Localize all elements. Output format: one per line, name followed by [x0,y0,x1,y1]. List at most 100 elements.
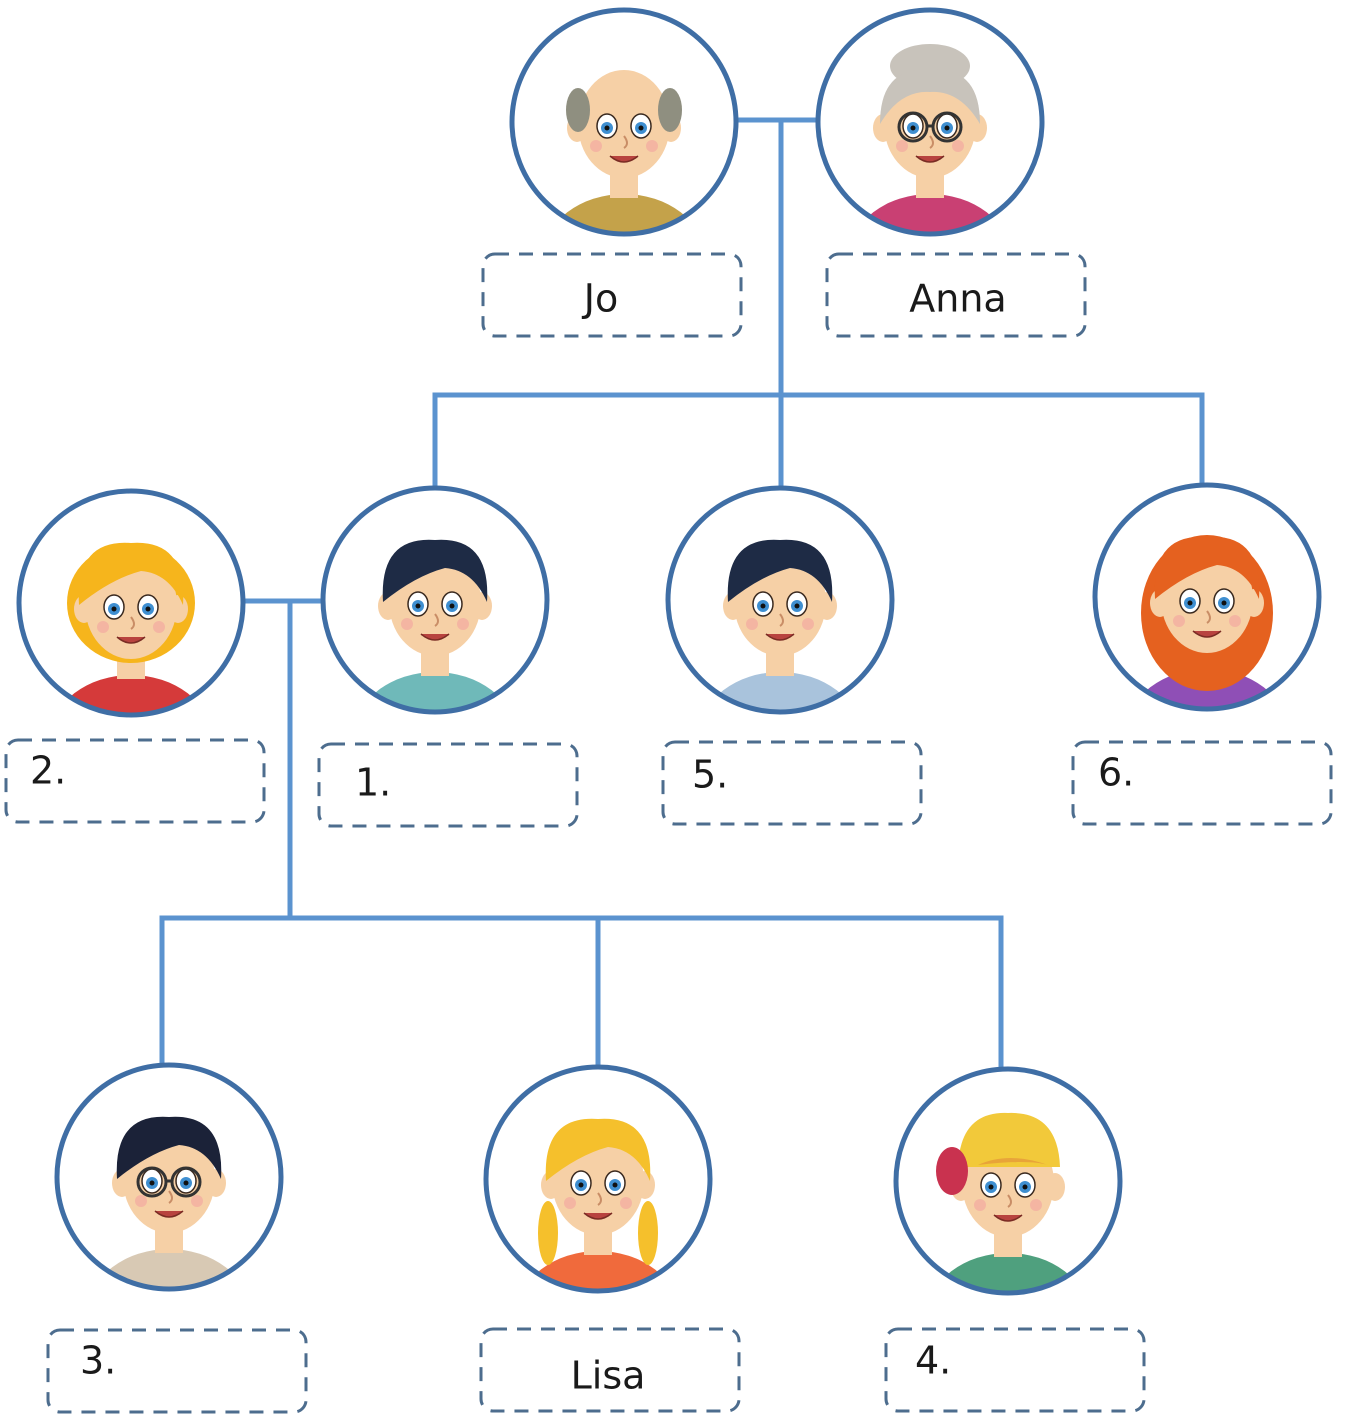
name-label: 1. [355,761,391,805]
cheek-right-shape [191,1195,203,1207]
cheek-right-shape [802,618,814,630]
member-grandpa-jo: Jo [481,7,743,338]
name-field[interactable] [4,738,266,824]
name-label: Lisa [571,1354,646,1398]
name-label: Anna [909,277,1006,321]
name-label: 4. [915,1339,951,1383]
member-daughter-lisa: Lisa [479,1064,741,1413]
hair-front-shape [545,1118,651,1181]
nose-shape [130,616,135,630]
mouth-shape [1192,630,1222,638]
mouth-shape [420,633,450,641]
member-son-cap: 4. [884,1066,1146,1413]
cheek-right-shape [646,140,658,152]
cheek-right-shape [620,1197,632,1209]
pupil-shape [988,1184,994,1190]
cheek-left-shape [974,1199,986,1211]
hair-front-shape [78,542,184,605]
pupil-shape [415,603,421,609]
cheek-left-shape [97,621,109,633]
pupil-shape [1187,600,1193,606]
head-shape [884,70,976,178]
braid-right-shape [638,1201,658,1265]
pupil-shape [449,603,455,609]
cap-brim-shape [936,1147,968,1195]
nose-shape [1007,1194,1012,1208]
nose-shape [168,1190,173,1204]
pupil-shape [612,1182,618,1188]
pupil-shape [149,1180,155,1186]
member-son-glasses: 3. [46,1062,308,1414]
hair-side-right-shape [658,88,682,132]
mouth-shape [993,1214,1023,1222]
nose-shape [1206,610,1211,624]
nose-shape [623,135,628,149]
name-field[interactable] [481,252,743,338]
nose-shape [434,613,439,627]
mouth-shape [915,155,945,163]
mouth-shape [765,633,795,641]
name-field[interactable] [1071,740,1333,826]
name-label: 2. [30,749,66,793]
member-mother: 2. [4,488,266,824]
name-label: 3. [80,1339,116,1383]
pupil-shape [183,1180,189,1186]
member-aunt: 6. [1071,482,1333,826]
pupil-shape [111,606,117,612]
portrait-circle-border [893,1066,1123,1296]
mouth-shape [116,636,146,644]
pupil-shape [910,125,916,131]
name-field[interactable] [661,740,923,826]
hair-front-shape [978,1158,1048,1165]
pupil-shape [944,125,950,131]
name-label: 6. [1098,751,1134,795]
head-shape [578,70,670,178]
nose-shape [779,613,784,627]
name-label: 5. [692,753,728,797]
cheek-left-shape [401,618,413,630]
cheek-right-shape [1030,1199,1042,1211]
mouth-shape [609,155,639,163]
pupil-shape [145,606,151,612]
portrait-circle-border [665,485,895,715]
pupil-shape [794,603,800,609]
pupil-shape [760,603,766,609]
cheek-left-shape [564,1197,576,1209]
name-field[interactable] [825,252,1087,338]
cap-shape [958,1112,1060,1167]
cheek-left-shape [896,140,908,152]
cheek-right-shape [153,621,165,633]
pupil-shape [1221,600,1227,606]
name-field[interactable] [317,742,579,828]
mouth-shape [583,1212,613,1220]
cheek-left-shape [1173,615,1185,627]
cheek-right-shape [1229,615,1241,627]
tree-connectors [159,117,1205,1072]
portrait-circle-border [320,485,550,715]
pupil-shape [604,125,610,131]
hair-front-shape [1154,536,1260,599]
cheek-left-shape [135,1195,147,1207]
name-field[interactable] [46,1328,308,1414]
hair-front-shape [382,539,488,602]
name-field[interactable] [884,1327,1146,1413]
mouth-shape [154,1210,184,1218]
nose-shape [597,1192,602,1206]
member-father: 1. [317,485,579,828]
portrait-circle-border [16,488,246,718]
hair-front-shape [727,539,833,602]
portrait-circle-border [483,1064,713,1294]
portrait-circle-border [509,7,739,237]
pupil-shape [638,125,644,131]
pupil-shape [1022,1184,1028,1190]
hair-side-left-shape [566,88,590,132]
cheek-left-shape [746,618,758,630]
cheek-left-shape [590,140,602,152]
member-uncle: 5. [661,485,923,826]
cheek-right-shape [457,618,469,630]
name-field[interactable] [479,1327,741,1413]
pupil-shape [578,1182,584,1188]
member-grandma-anna: Anna [815,7,1087,338]
